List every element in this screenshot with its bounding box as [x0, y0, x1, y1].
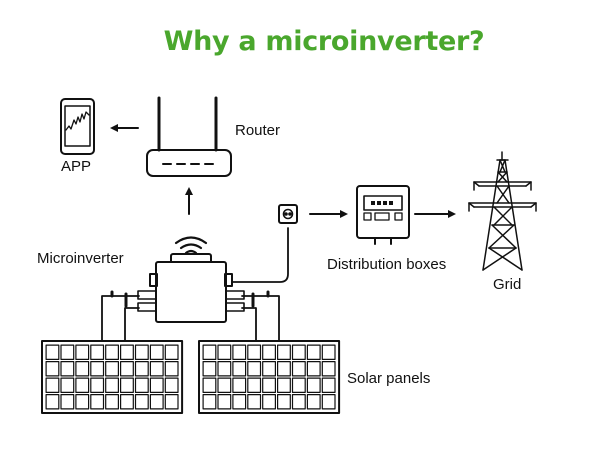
solar-cell — [321, 344, 336, 361]
ac-cable — [231, 227, 289, 283]
solar-cell — [134, 377, 149, 394]
solar-cell — [149, 394, 164, 410]
solar-cell — [60, 361, 75, 377]
solar-cell — [306, 344, 321, 361]
solar-cell — [247, 361, 262, 377]
arrow-to-router — [185, 187, 193, 215]
solar-cell — [164, 377, 179, 394]
solar-cell — [134, 394, 149, 410]
solar-cell — [90, 344, 105, 361]
solar-cell — [119, 361, 134, 377]
solar-cell — [232, 377, 247, 394]
solar-cell — [306, 377, 321, 394]
panel-frame — [41, 340, 184, 414]
app-label: APP — [61, 158, 92, 175]
solar-cell — [247, 377, 262, 394]
solar-cell — [262, 344, 277, 361]
solar-cell — [262, 361, 277, 377]
solar-cell — [105, 377, 119, 394]
solar-cell — [90, 361, 105, 377]
solar-cell — [202, 394, 217, 410]
distribution-box-icon — [356, 185, 410, 245]
solar-cell — [119, 377, 134, 394]
solar-cell — [119, 394, 134, 410]
microinverter-icon — [137, 253, 245, 323]
solar-cell — [164, 344, 179, 361]
solar-cell — [45, 344, 60, 361]
solar-cell — [164, 394, 179, 410]
arrow-to-distribution — [309, 210, 348, 218]
solar-cell — [90, 394, 105, 410]
solar-cell — [90, 377, 105, 394]
wifi-icon — [174, 236, 208, 255]
router-label: Router — [235, 122, 281, 139]
solar-cell — [75, 394, 90, 410]
router-icon — [146, 96, 232, 177]
solar-cell — [217, 361, 232, 377]
solar-cell — [262, 377, 277, 394]
solar-panel-left — [41, 340, 184, 414]
solar-cell — [75, 344, 90, 361]
solar-cell — [321, 377, 336, 394]
solar-cell — [202, 377, 217, 394]
solar-cell — [134, 361, 149, 377]
solar-cell — [149, 361, 164, 377]
solar-cell — [60, 394, 75, 410]
solar-cell — [164, 361, 179, 377]
solar-cell — [247, 394, 262, 410]
solar-cell — [232, 344, 247, 361]
solar-panel-right — [198, 340, 341, 414]
solar-cell — [149, 377, 164, 394]
solar-cell — [217, 344, 232, 361]
solar-cell — [291, 361, 306, 377]
solar-cell — [105, 394, 119, 410]
solar-cell — [45, 361, 60, 377]
solar-cell — [45, 377, 60, 394]
solar-cell — [217, 377, 232, 394]
solar-cell — [75, 361, 90, 377]
panel-cables — [101, 290, 280, 341]
solar-cell — [277, 344, 291, 361]
phone-icon — [60, 98, 95, 155]
solar-cell — [291, 394, 306, 410]
panel-frame — [198, 340, 341, 414]
solar-cell — [306, 361, 321, 377]
solar-cell — [306, 394, 321, 410]
grid-label: Grid — [493, 276, 522, 293]
distribution-boxes-label: Distribution boxes — [327, 256, 447, 273]
solar-cell — [291, 344, 306, 361]
solar-cell — [247, 344, 262, 361]
microinverter-label: Microinverter — [37, 250, 124, 267]
solar-cell — [232, 361, 247, 377]
solar-cell — [277, 394, 291, 410]
solar-cell — [119, 344, 134, 361]
solar-cell — [232, 394, 247, 410]
solar-cell — [202, 344, 217, 361]
transmission-tower-icon — [468, 151, 537, 271]
solar-cell — [202, 361, 217, 377]
page-title: Why a microinverter? — [163, 26, 485, 57]
solar-cell — [321, 394, 336, 410]
solar-cell — [217, 394, 232, 410]
solar-cell — [105, 361, 119, 377]
solar-cell — [321, 361, 336, 377]
solar-cell — [277, 377, 291, 394]
arrow-to-grid — [414, 210, 456, 218]
arrow-router-to-app — [110, 124, 139, 132]
solar-cell — [105, 344, 119, 361]
solar-panels-label: Solar panels — [347, 370, 431, 387]
solar-cell — [75, 377, 90, 394]
outlet-icon — [278, 204, 298, 224]
solar-cell — [277, 361, 291, 377]
solar-cell — [149, 344, 164, 361]
solar-cell — [60, 344, 75, 361]
solar-cell — [60, 377, 75, 394]
solar-cell — [134, 344, 149, 361]
solar-cell — [262, 394, 277, 410]
solar-cell — [291, 377, 306, 394]
solar-cell — [45, 394, 60, 410]
